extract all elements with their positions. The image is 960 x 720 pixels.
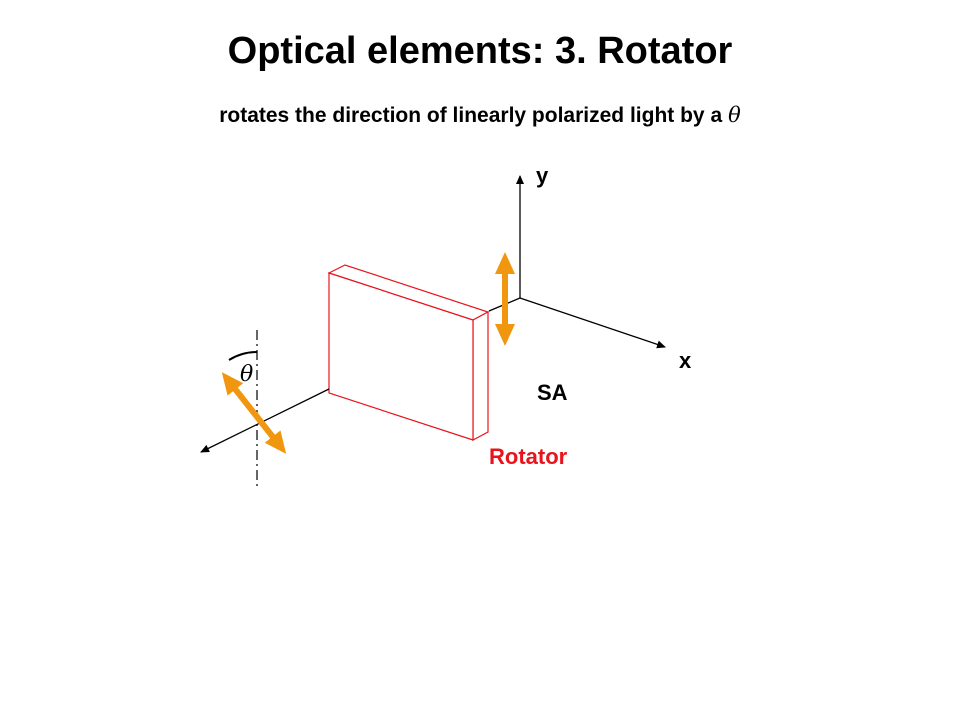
rotated-polarization-arrow: [221, 372, 287, 454]
angle-theta-label: θ: [240, 362, 253, 387]
sa-label: SA: [537, 380, 568, 405]
propagation-axis-front: [200, 388, 330, 453]
rotator-slab: [327, 264, 490, 441]
y-axis-label: y: [536, 163, 549, 188]
subtitle: rotates the direction of linearly polari…: [0, 103, 960, 128]
x-axis: [519, 297, 666, 349]
page-title: Optical elements: 3. Rotator: [227, 30, 733, 72]
rotator-front-face: [328, 272, 474, 441]
angle-arc: [228, 351, 258, 361]
x-axis-label: x: [679, 348, 692, 373]
rotator-side-face: [472, 311, 489, 441]
rotator-label: Rotator: [489, 444, 568, 469]
subtitle-theta-symbol: θ: [728, 103, 741, 127]
subtitle-text: rotates the direction of linearly polari…: [219, 104, 723, 127]
